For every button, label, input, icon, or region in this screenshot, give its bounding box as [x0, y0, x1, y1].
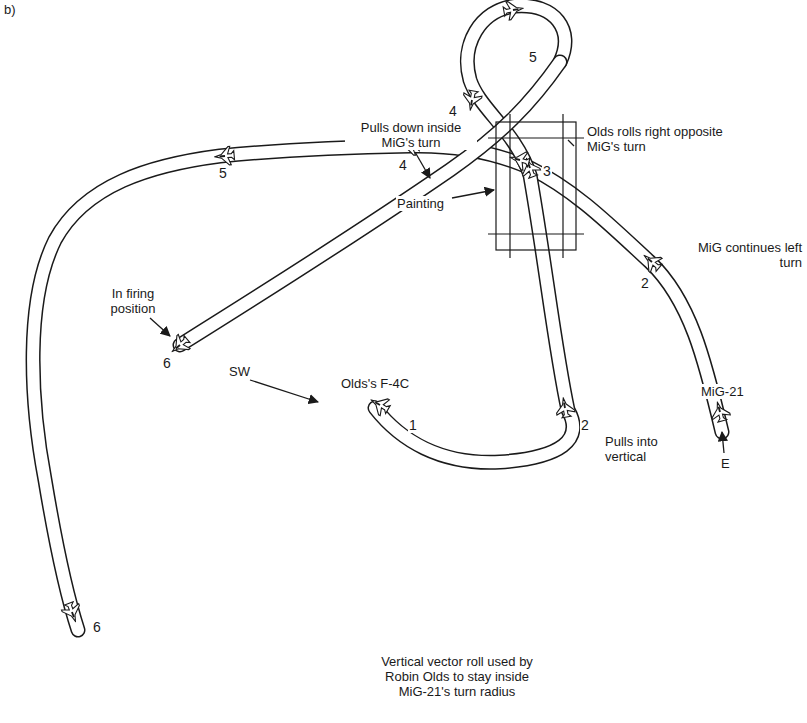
callout-number: 2	[640, 276, 650, 291]
direction-label: E	[720, 456, 731, 471]
callout-number: 5	[218, 166, 228, 181]
callout-number: 6	[162, 356, 172, 371]
callout-number: 1	[408, 418, 418, 433]
maneuver-note: Pulls down inside MiG's turn	[345, 120, 477, 150]
callout-number: 4	[448, 104, 458, 119]
callout-number: 4	[398, 158, 408, 173]
callout-number: 2	[580, 418, 590, 433]
maneuver-note: Painting	[396, 196, 445, 211]
callout-number: 5	[528, 50, 538, 65]
figure-caption: Vertical vector roll used by Robin Olds …	[372, 654, 542, 699]
callout-number: 6	[92, 620, 102, 635]
direction-label: SW	[228, 364, 251, 379]
aircraft-label: MiG-21	[700, 384, 745, 399]
maneuver-note: Pulls into vertical	[604, 434, 686, 464]
callout-number: 3	[542, 164, 552, 179]
maneuver-note: MiG continues left turn	[689, 240, 803, 270]
aircraft-label: Olds's F-4C	[340, 376, 410, 391]
maneuver-note: In firing position	[96, 286, 170, 316]
maneuver-note: Olds rolls right opposite MiG's turn	[586, 124, 728, 154]
panel-letter: b)	[3, 2, 17, 17]
